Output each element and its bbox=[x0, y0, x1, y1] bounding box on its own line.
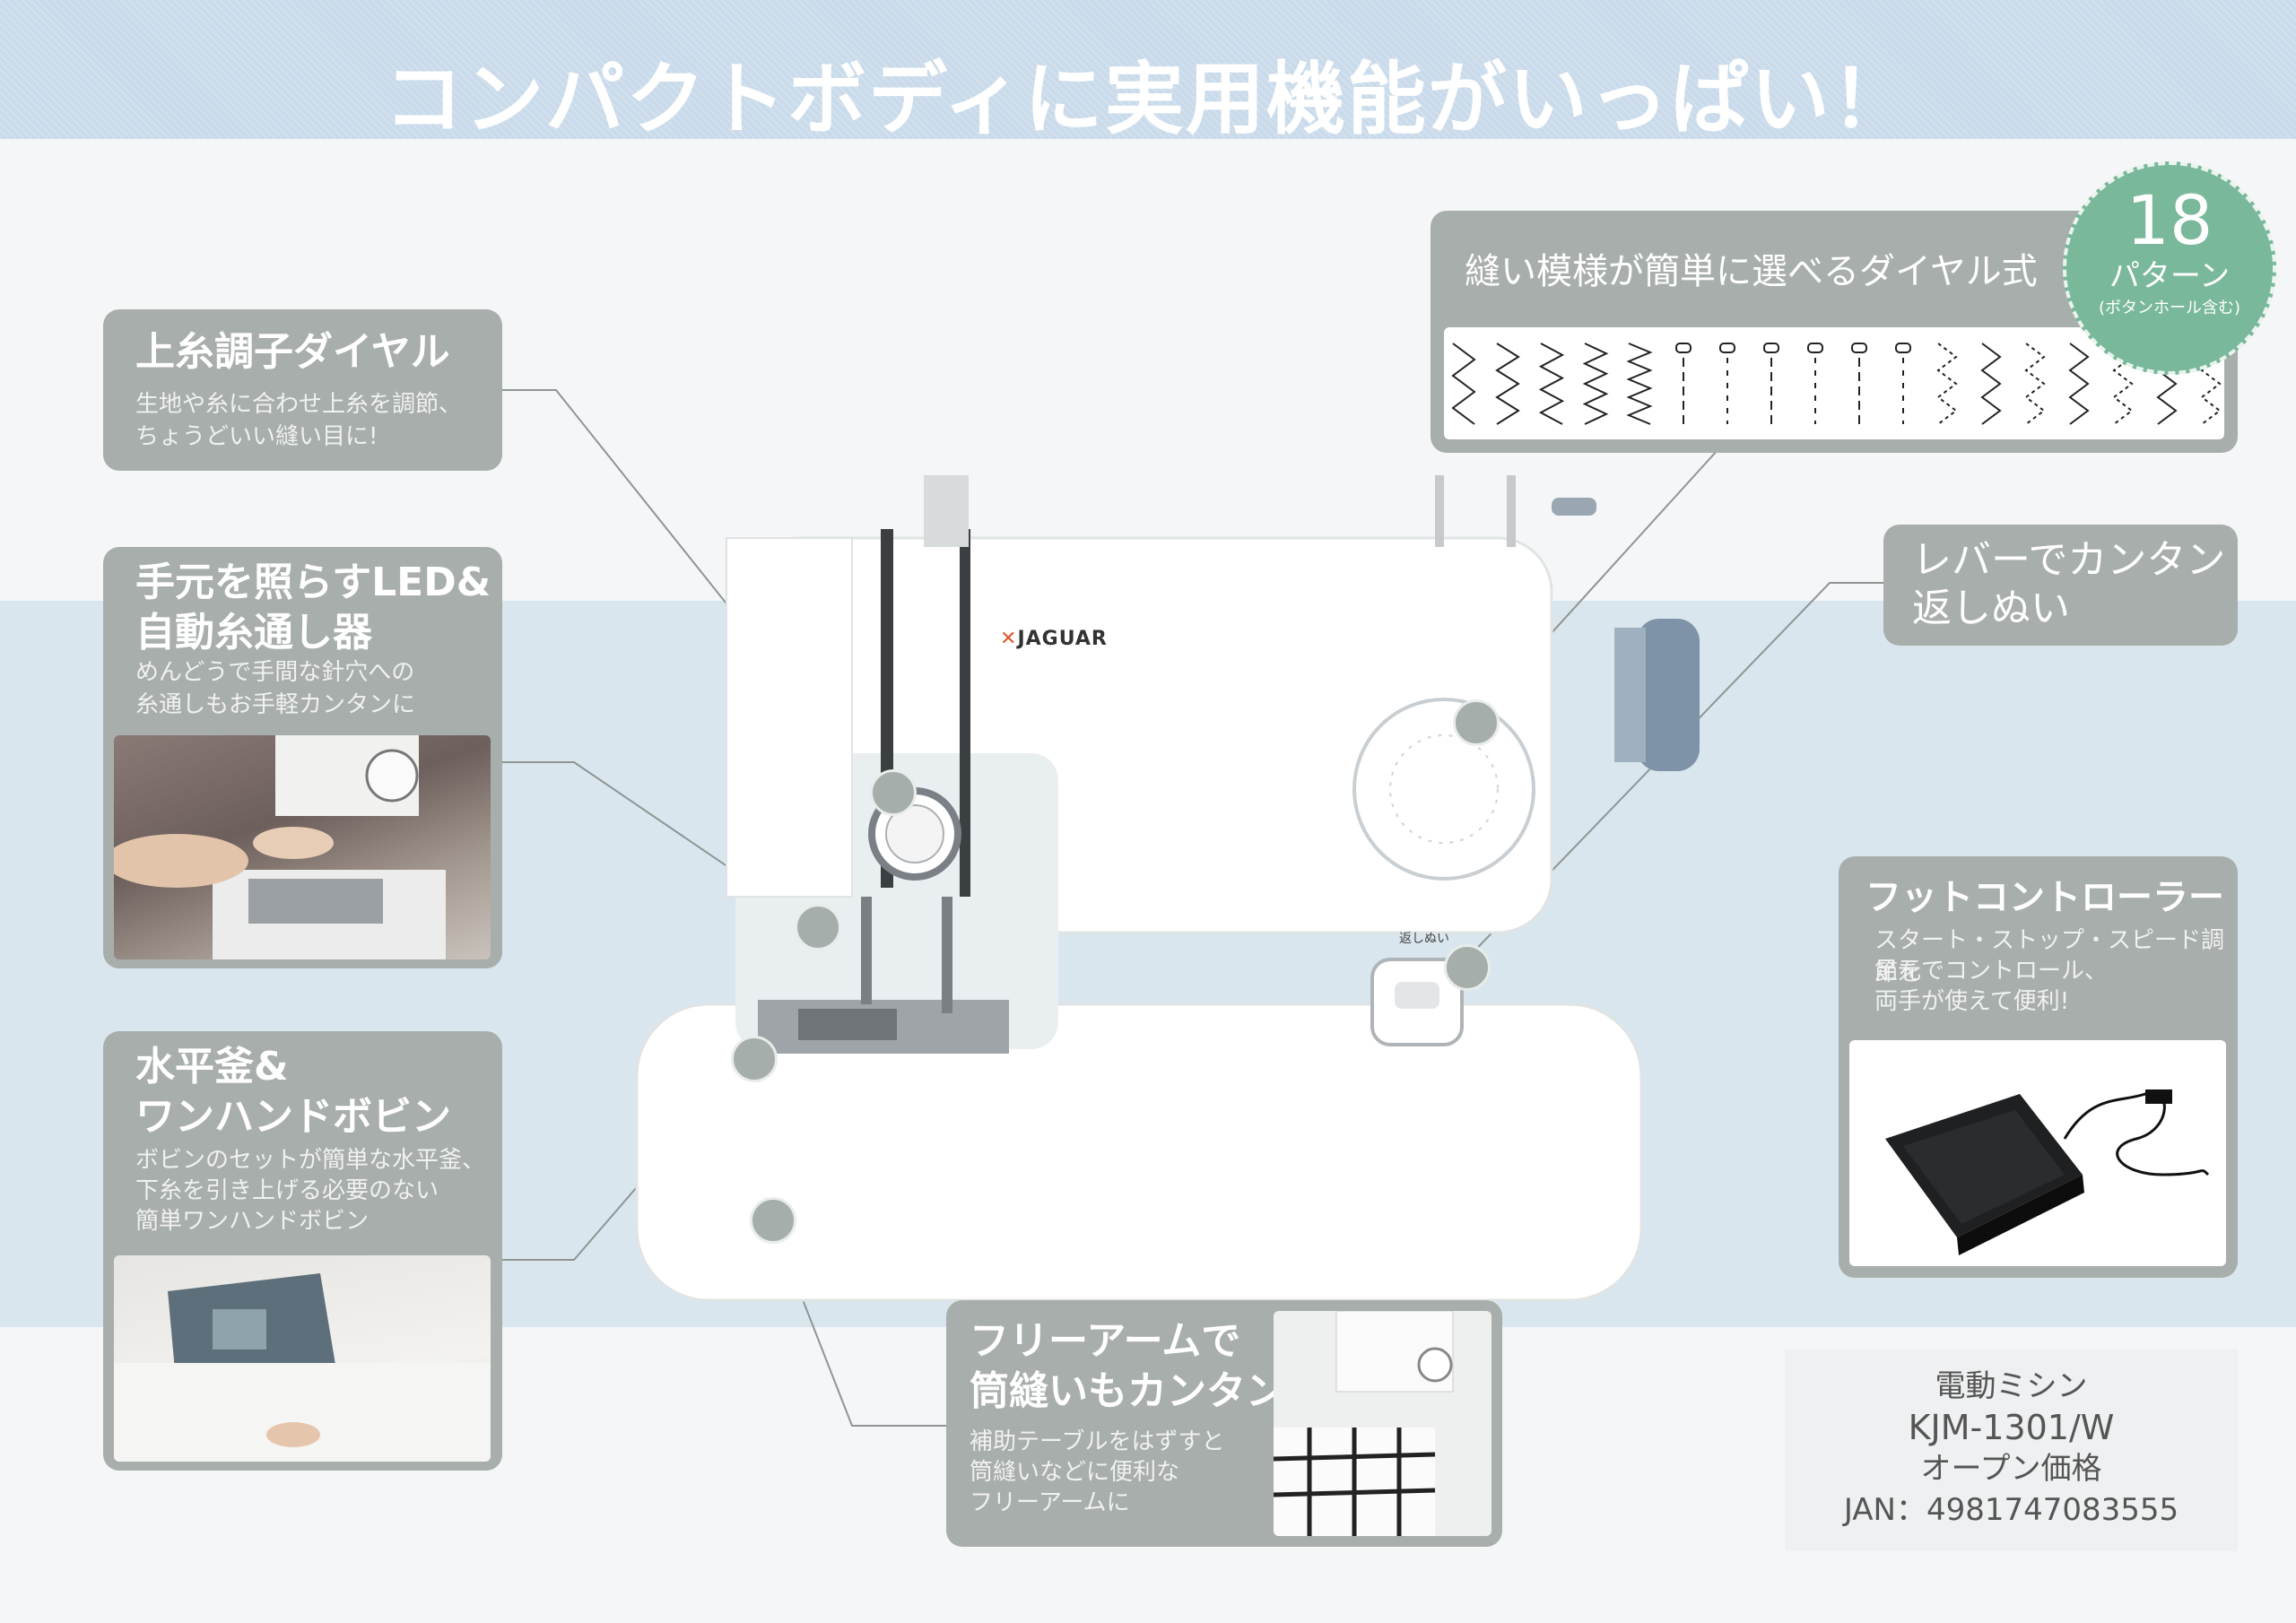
card-text: 糸通しもお手軽カンタンに bbox=[135, 691, 416, 718]
callout-dot-led bbox=[795, 904, 841, 950]
product-type: 電動ミシン bbox=[1935, 1368, 2088, 1404]
callout-dot-dial bbox=[1453, 699, 1500, 746]
zigzag-stitch-icon bbox=[1451, 343, 1476, 425]
product-info: 電動ミシン KJM-1301/W オープン価格 JAN：498174708355… bbox=[1785, 1350, 2238, 1551]
card-text: 簡単ワンハンドボビン bbox=[135, 1208, 370, 1235]
brand-x-mark: ✕ bbox=[1000, 628, 1018, 650]
card-text: フリーアームに bbox=[970, 1489, 1130, 1516]
card-text: ちょうどいい縫い目に! bbox=[135, 423, 378, 450]
card-title: フリーアームで bbox=[970, 1318, 1241, 1364]
stitch-pattern-strip bbox=[1444, 327, 2224, 439]
card-bobbin: 水平釜& ワンハンドボビン ボビンのセットが簡単な水平釜、 下糸を引き上げる必要… bbox=[103, 1031, 502, 1471]
page-title: コンパクトボディに実用機能がいっぱい！ bbox=[384, 53, 1912, 145]
card-title: 返しぬい bbox=[1912, 586, 2070, 631]
header-banner bbox=[0, 0, 2296, 139]
decorative-stitch-icon bbox=[2024, 343, 2046, 425]
card-text: スタート・ストップ・スピード調節を bbox=[1874, 927, 2225, 986]
callout-dot-reverse bbox=[1444, 944, 1491, 991]
callout-dot-bobbin bbox=[731, 1036, 778, 1082]
buttonhole-stitch-icon bbox=[1851, 343, 1867, 353]
card-text: 下糸を引き上げる必要のない bbox=[135, 1177, 439, 1204]
buttonhole-stitch-icon bbox=[1807, 343, 1823, 353]
card-text: めんどうで手間な針穴への bbox=[135, 659, 415, 686]
card-free-arm: フリーアームで 筒縫いもカンタン! 補助テーブルをはずすと 筒縫いなどに便利な … bbox=[946, 1300, 1502, 1547]
reverse-lever-label: 返しぬい bbox=[1399, 932, 1449, 946]
photo-threading bbox=[114, 735, 491, 959]
card-title: 自動糸通し器 bbox=[135, 610, 372, 655]
card-title: 縫い模様が簡単に選べるダイヤル式 bbox=[1465, 251, 2038, 292]
brand-logo: ✕JAGUAR bbox=[1000, 628, 1108, 650]
buttonhole-stitch-icon bbox=[1675, 343, 1692, 353]
zigzag-stitch-icon bbox=[1582, 343, 1609, 425]
card-text: 両手が使えて便利! bbox=[1874, 988, 2070, 1015]
card-title: 上糸調子ダイヤル bbox=[135, 329, 450, 375]
callout-dot-tension bbox=[870, 769, 917, 816]
photo-free-arm bbox=[1274, 1311, 1492, 1536]
card-text: 生地や糸に合わせ上糸を調節、 bbox=[135, 391, 463, 418]
card-title: 手元を照らすLED& bbox=[135, 560, 491, 605]
card-title: 水平釜& bbox=[135, 1044, 289, 1089]
badge-label: パターン bbox=[2109, 258, 2231, 294]
decorative-stitch-icon bbox=[2068, 343, 2090, 425]
callout-dot-freearm bbox=[750, 1197, 796, 1244]
card-reverse-lever: レバーでカンタン 返しぬい bbox=[1883, 525, 2238, 646]
card-foot-controller: フットコントローラー スタート・ストップ・スピード調節を 足元でコントロール、 … bbox=[1839, 856, 2238, 1278]
card-title: 筒縫いもカンタン! bbox=[970, 1368, 1304, 1414]
card-text: 足元でコントロール、 bbox=[1874, 958, 2109, 985]
buttonhole-stitch-icon bbox=[1719, 343, 1735, 353]
card-title: ワンハンドボビン bbox=[135, 1094, 451, 1140]
card-title: フットコントローラー bbox=[1866, 877, 2224, 918]
decorative-stitch-icon bbox=[1936, 343, 1958, 425]
buttonhole-stitch-icon bbox=[1763, 343, 1779, 353]
product-price: オープン価格 bbox=[1920, 1451, 2102, 1487]
card-text: ボビンのセットが簡単な水平釜、 bbox=[135, 1147, 486, 1174]
product-model: KJM-1301/W bbox=[1908, 1408, 2115, 1447]
card-text: 筒縫いなどに便利な bbox=[970, 1459, 1180, 1486]
badge-number: 18 bbox=[2126, 180, 2213, 260]
decorative-stitch-icon bbox=[1980, 343, 2002, 425]
zigzag-stitch-icon bbox=[1538, 343, 1565, 425]
photo-bobbin bbox=[114, 1255, 491, 1462]
sewing-machine-illustration bbox=[635, 475, 1700, 1302]
card-title: レバーでカンタン bbox=[1912, 537, 2226, 583]
card-led-threader: 手元を照らすLED& 自動糸通し器 めんどうで手間な針穴への 糸通しもお手軽カン… bbox=[103, 547, 502, 968]
badge-sub: (ボタンホール含む) bbox=[2098, 299, 2241, 317]
card-text: 補助テーブルをはずすと bbox=[970, 1428, 1225, 1455]
card-tension-dial: 上糸調子ダイヤル 生地や糸に合わせ上糸を調節、 ちょうどいい縫い目に! bbox=[103, 309, 502, 471]
pattern-count-badge: 18 パターン (ボタンホール含む) bbox=[2063, 161, 2276, 375]
zigzag-stitch-icon bbox=[1495, 343, 1520, 425]
buttonhole-stitch-icon bbox=[1895, 343, 1911, 353]
photo-foot-controller bbox=[1849, 1040, 2226, 1266]
zigzag-stitch-icon bbox=[1626, 343, 1653, 425]
product-jan: JAN：4981747083555 bbox=[1843, 1492, 2179, 1528]
